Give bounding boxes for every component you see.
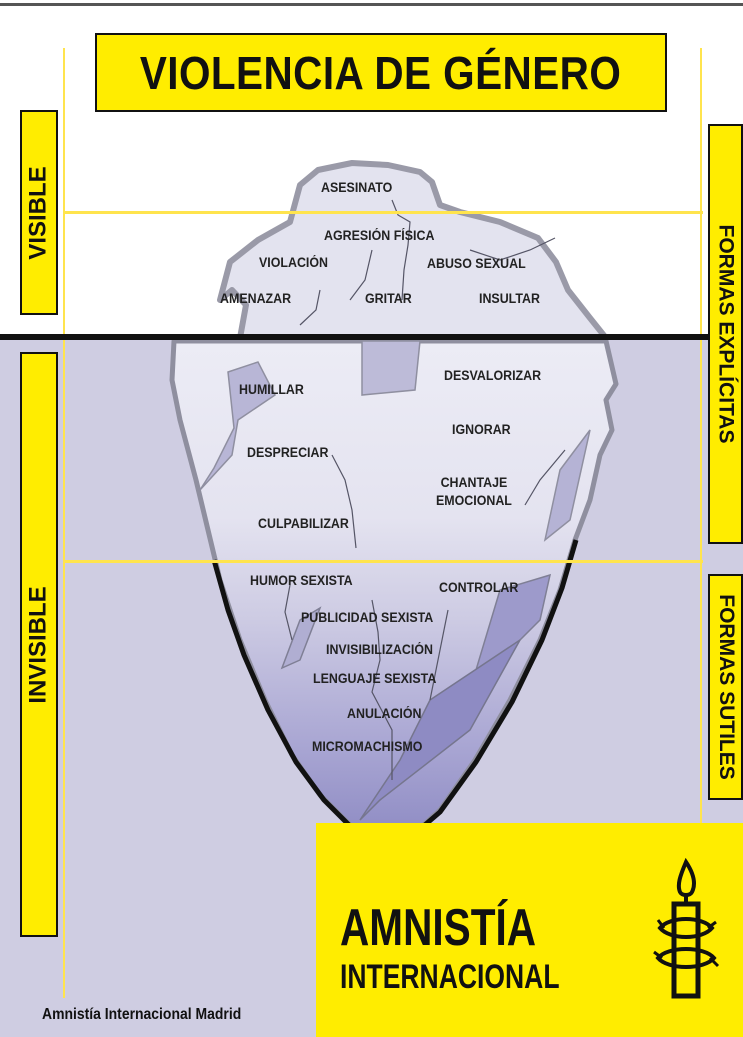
frame-line-left [63,48,65,998]
form-label: CHANTAJE EMOCIONAL [436,475,512,508]
form-label: LENGUAJE SEXISTA [313,671,437,686]
form-label: GRITAR [365,291,412,306]
visible-label-box: VISIBLE [20,110,58,315]
form-label: ANULACIÓN [347,706,422,721]
form-label: PUBLICIDAD SEXISTA [301,610,434,625]
form-label: MICROMACHISMO [312,739,423,754]
title-box: VIOLENCIA DE GÉNERO [95,33,667,112]
form-label: AMENAZAR [220,291,292,306]
form-label: AGRESIÓN FÍSICA [324,228,435,243]
ice-facet [361,340,421,396]
form-label: INSULTAR [479,291,540,306]
division-line-lower [63,560,703,563]
ice-facet [199,361,276,491]
form-label: INVISIBILIZACIÓN [326,642,433,657]
subtle-forms-label: FORMAS SUTILES [714,594,738,780]
waterline [0,334,743,340]
explicit-forms-label: FORMAS EXPLÍCITAS [714,224,738,444]
ice-facet [280,606,322,670]
form-label: DESPRECIAR [247,445,329,460]
explicit-forms-box: FORMAS EXPLÍCITAS [708,124,743,544]
ice-facet [543,429,591,542]
logo-subtitle: INTERNACIONAL [340,958,560,996]
credit-text: Amnistía Internacional Madrid [42,1006,242,1023]
ice-facet [359,639,521,821]
form-label: HUMOR SEXISTA [250,573,353,588]
logo-name: AMNISTÍA [340,899,537,957]
top-rule [0,3,743,6]
form-label: DESVALORIZAR [444,368,542,383]
invisible-label: INVISIBLE [25,585,53,704]
form-label: ABUSO SEXUAL [427,256,526,271]
form-label: ASESINATO [321,180,393,195]
diagram-title: VIOLENCIA DE GÉNERO [140,46,622,99]
candle-barbed-wire-icon [653,858,720,999]
form-label: VIOLACIÓN [259,255,329,270]
form-label: CULPABILIZAR [258,516,349,531]
subtle-forms-box: FORMAS SUTILES [708,574,743,800]
form-label: CONTROLAR [439,580,519,595]
form-label: HUMILLAR [239,382,304,397]
form-label: IGNORAR [452,422,511,437]
frame-line-right [700,48,702,828]
division-line-upper [63,211,703,214]
visible-label: VISIBLE [25,165,53,260]
iceberg-tip [217,160,609,341]
invisible-label-box: INVISIBLE [20,352,58,937]
